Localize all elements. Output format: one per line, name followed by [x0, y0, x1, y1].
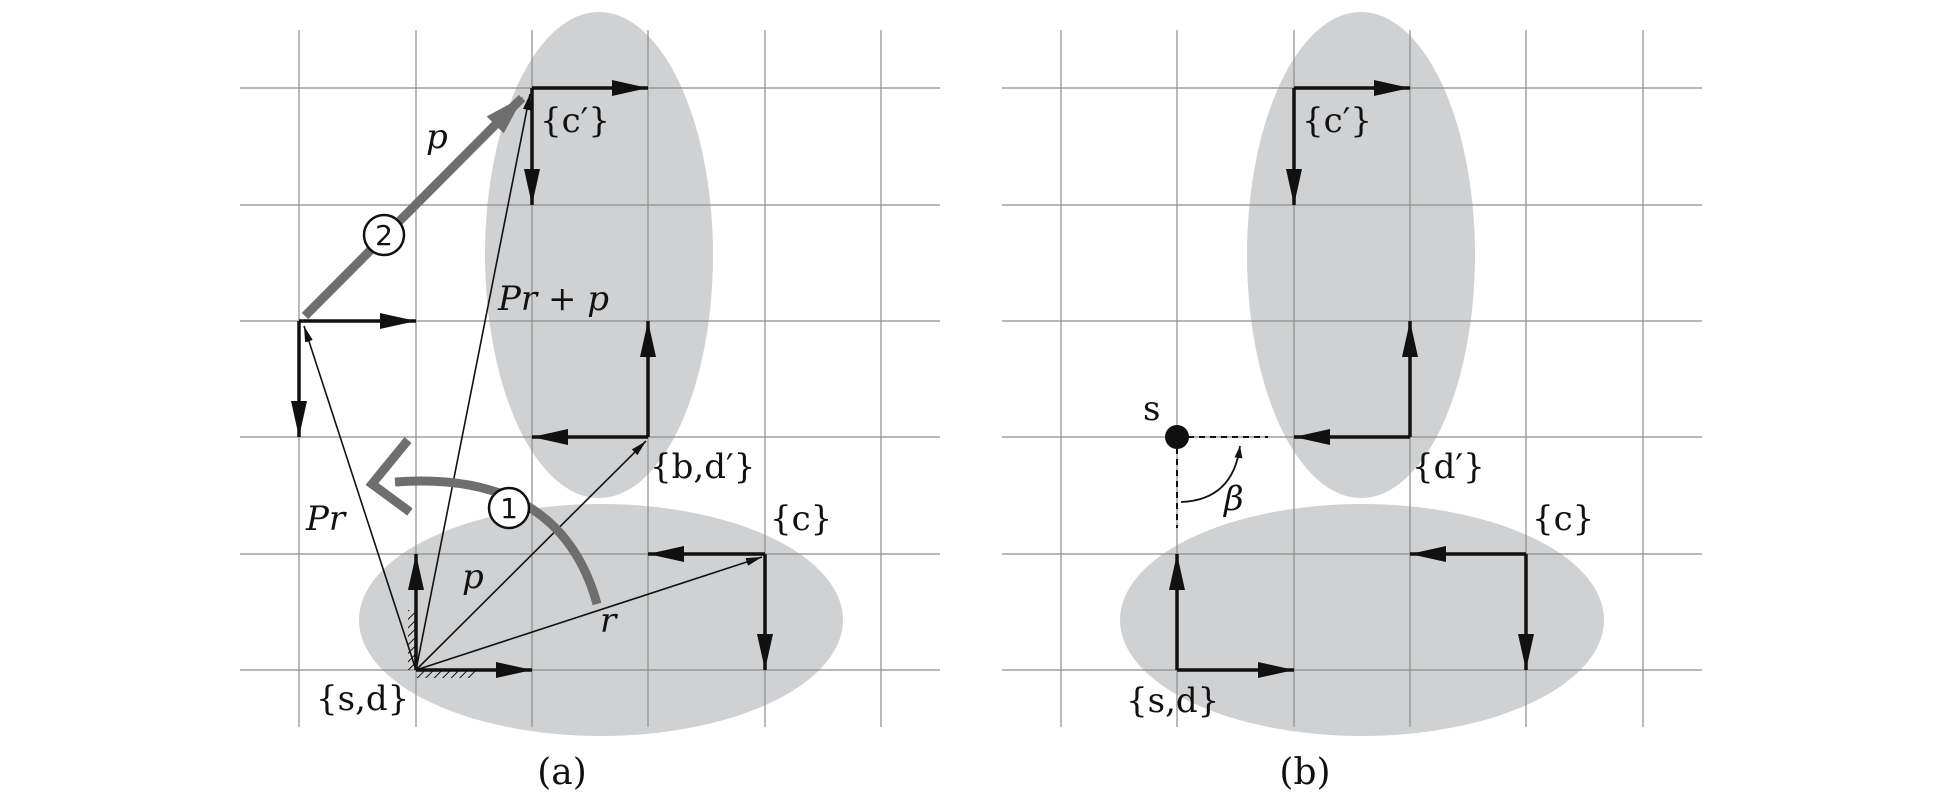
label-frame-c: {c}: [770, 499, 832, 539]
label-frame-b-d-prime: {b,d′}: [650, 447, 755, 487]
ground-hatch-bottom: [416, 670, 476, 678]
label-frame-c-prime: {c′}: [540, 101, 610, 141]
label-frame-s-d: {s,d}: [316, 679, 409, 719]
label-b-frame-d-prime: {d′}: [1412, 447, 1485, 487]
translation-arrow-2: [301, 94, 526, 320]
caption-a: (a): [537, 752, 587, 793]
rotation-arrow-1-head: [365, 437, 413, 516]
label-vector-pr-plus-p: Pr + p: [497, 279, 609, 319]
region-ellipse-upper-b: [1247, 12, 1475, 498]
step-2-label: 2: [375, 219, 393, 252]
vector-p: [415, 440, 647, 671]
label-vector-p: p: [462, 557, 484, 597]
label-point-s: s: [1143, 389, 1160, 429]
step-1-label: 1: [500, 492, 518, 525]
caption-b: (b): [1279, 752, 1330, 793]
region-ellipse-upper: [485, 12, 713, 498]
vector-pr-plus-p: [415, 93, 531, 671]
vector-pr: [303, 325, 417, 671]
label-vector-r: r: [600, 601, 618, 641]
region-ellipse-lower-b: [1120, 504, 1604, 736]
region-ellipse-lower: [359, 504, 843, 736]
panel-a: 1 2 {c′} {b,d′} {c} {s,d}: [240, 12, 940, 793]
step-2-marker: 2: [362, 213, 406, 257]
frames-b: [1169, 80, 1534, 678]
label-vector-pr: Pr: [305, 499, 347, 539]
label-angle-beta: β: [1222, 479, 1244, 519]
vector-r: [415, 556, 763, 671]
panel-b: {c′} {d′} {c} {s,d} s β (b): [1002, 12, 1702, 793]
label-b-frame-s-d: {s,d}: [1126, 681, 1219, 721]
frames-a: [291, 80, 773, 678]
thin-vectors: [303, 93, 763, 671]
label-b-frame-c-prime: {c′}: [1302, 101, 1372, 141]
angle-beta-arc: [1180, 445, 1243, 503]
ground-hatch-left: [408, 610, 416, 670]
step-1-marker: 1: [487, 486, 531, 530]
label-vector-p-top: p: [426, 117, 448, 157]
label-b-frame-c: {c}: [1532, 499, 1594, 539]
point-s: [1165, 425, 1189, 449]
